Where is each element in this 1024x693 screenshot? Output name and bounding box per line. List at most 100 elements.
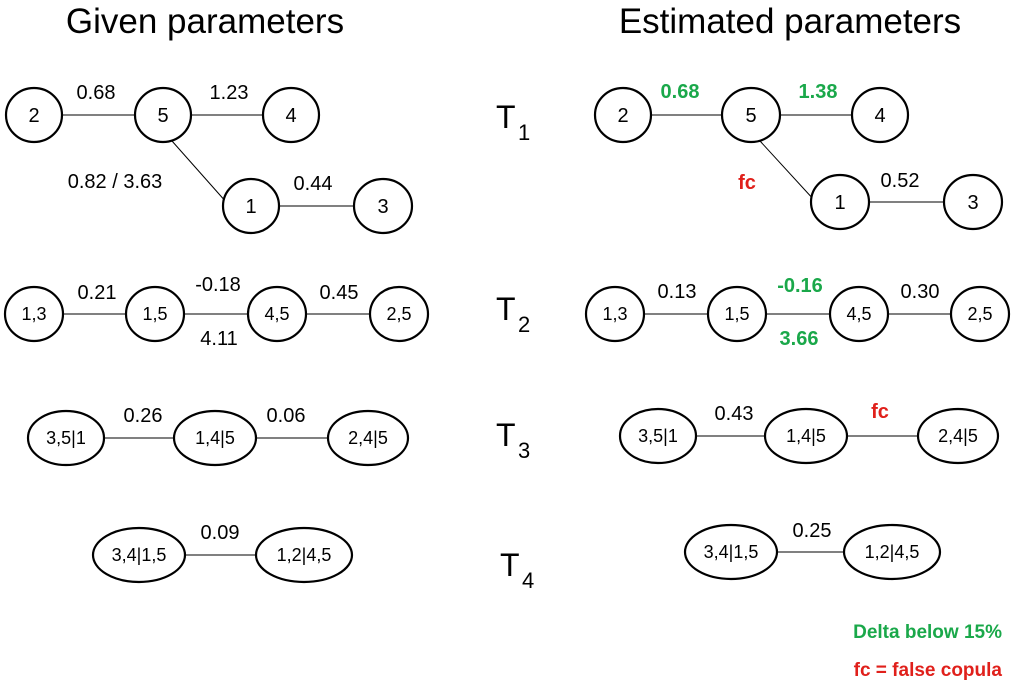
svg-text:4: 4 — [522, 568, 534, 593]
given-tree-3: 3,5|1 1,4|5 2,4|5 0.26 0.06 — [26, 405, 410, 467]
legend-delta-below-15: Delta below 15% — [853, 622, 1002, 643]
node-1-2-given-4-5 — [254, 526, 354, 584]
node-2 — [4, 86, 64, 144]
node-label: 3,4|1,5 — [112, 545, 167, 565]
node-label: 2,4|5 — [348, 428, 388, 448]
node-2-5 — [949, 285, 1011, 343]
node-label: 4 — [285, 105, 296, 127]
tree-label-t3: T 3 — [496, 417, 530, 463]
node-1-4-given-5 — [763, 407, 849, 465]
node-label: 4,5 — [846, 304, 871, 324]
node-label: 2,5 — [386, 304, 411, 324]
svg-text:3: 3 — [518, 438, 530, 463]
edge-label: 1.38 — [799, 81, 838, 103]
edge-label: 0.30 — [901, 281, 940, 303]
node-1 — [809, 173, 871, 231]
node-label: 1,4|5 — [195, 428, 235, 448]
svg-text:T: T — [500, 547, 520, 583]
node-5 — [720, 86, 782, 144]
edge-line — [171, 140, 228, 204]
svg-text:T: T — [496, 417, 516, 453]
node-label: 2 — [28, 105, 39, 127]
node-4-5 — [246, 285, 308, 343]
node-1-4-given-5 — [172, 409, 258, 467]
node-label: 1 — [245, 196, 256, 218]
node-label: 1,3 — [21, 304, 46, 324]
node-label: 3 — [967, 192, 978, 214]
given-tree-1: 2 5 4 1 3 0.68 1.23 0.82 / 3.63 0.44 — [4, 82, 414, 235]
estimated-tree-4: 3,4|1,5 1,2|4,5 0.25 — [683, 520, 942, 581]
node-3-4-given-1-5 — [683, 523, 779, 581]
estimated-tree-3: 3,5|1 1,4|5 2,4|5 0.43 fc — [618, 401, 1000, 465]
given-tree-4: 3,4|1,5 1,2|4,5 0.09 — [91, 522, 354, 584]
node-4-5 — [828, 285, 890, 343]
node-4 — [850, 86, 910, 144]
node-2-5 — [368, 285, 430, 343]
node-label: 1,3 — [602, 304, 627, 324]
node-4 — [261, 86, 321, 144]
edge-label: 0.06 — [267, 405, 306, 427]
edge-label: 0.26 — [124, 405, 163, 427]
edge-label: 4.11 — [200, 328, 237, 350]
edge-label: 0.82 / 3.63 — [68, 171, 163, 193]
edge-label: 0.09 — [201, 522, 240, 544]
edge-label: fc — [738, 172, 756, 194]
node-1-5 — [124, 285, 186, 343]
node-label: 4 — [874, 105, 885, 127]
node-1-2-given-4-5 — [842, 523, 942, 581]
node-label: 2 — [617, 105, 628, 127]
edge-label: 0.52 — [881, 170, 920, 192]
node-2-4-given-5 — [916, 407, 1000, 465]
svg-text:2: 2 — [518, 312, 530, 337]
edge-label: 0.21 — [78, 282, 117, 304]
estimated-tree-2: 1,3 1,5 4,5 2,5 0.13 -0.16 3.66 0.30 — [584, 275, 1011, 350]
node-label: 1,5 — [142, 304, 167, 324]
node-1-3 — [584, 285, 646, 343]
node-2-4-given-5 — [326, 409, 410, 467]
node-1-5 — [706, 285, 768, 343]
tree-label-t1: T 1 — [496, 99, 530, 145]
estimated-tree-1: 2 5 4 1 3 0.68 1.38 fc 0.52 — [593, 81, 1004, 231]
svg-text:1: 1 — [518, 120, 530, 145]
node-label: 2,4|5 — [938, 426, 978, 446]
estimated-parameters-title: Estimated parameters — [619, 2, 961, 41]
node-label: 5 — [157, 105, 168, 127]
node-3-5-given-1 — [26, 409, 106, 467]
edge-label: 0.25 — [793, 520, 832, 542]
given-parameters-title: Given parameters — [66, 2, 344, 41]
node-5 — [133, 86, 193, 144]
edge-label: 0.44 — [294, 173, 333, 195]
node-label: 1,4|5 — [786, 426, 826, 446]
tree-label-t2: T 2 — [496, 291, 530, 337]
node-label: 1,2|4,5 — [277, 545, 332, 565]
node-3-5-given-1 — [618, 407, 698, 465]
edge-label: -0.16 — [777, 275, 823, 297]
node-label: 5 — [745, 105, 756, 127]
edge-label: 1.23 — [210, 82, 249, 104]
edge-label: 0.68 — [77, 82, 116, 104]
node-3 — [352, 177, 414, 235]
edge-line — [759, 140, 816, 202]
node-label: 3,5|1 — [46, 428, 86, 448]
node-label: 3,5|1 — [638, 426, 678, 446]
svg-text:T: T — [496, 291, 516, 327]
node-label: 3 — [377, 196, 388, 218]
edge-label: 0.68 — [661, 81, 700, 103]
edge-label: 3.66 — [780, 328, 819, 350]
node-label: 3,4|1,5 — [704, 542, 759, 562]
edge-label: 0.43 — [715, 403, 754, 425]
node-1 — [221, 177, 281, 235]
node-label: 4,5 — [264, 304, 289, 324]
edge-label: 0.13 — [658, 281, 697, 303]
node-2 — [593, 86, 653, 144]
node-label: 1,2|4,5 — [865, 542, 920, 562]
node-1-3 — [3, 285, 65, 343]
legend-false-copula: fc = false copula — [854, 660, 1003, 681]
edge-label: -0.18 — [195, 274, 241, 296]
svg-text:T: T — [496, 99, 516, 135]
node-label: 2,5 — [967, 304, 992, 324]
node-3-4-given-1-5 — [91, 526, 187, 584]
given-tree-2: 1,3 1,5 4,5 2,5 0.21 -0.18 4.11 0.45 — [3, 274, 430, 350]
node-label: 1,5 — [724, 304, 749, 324]
